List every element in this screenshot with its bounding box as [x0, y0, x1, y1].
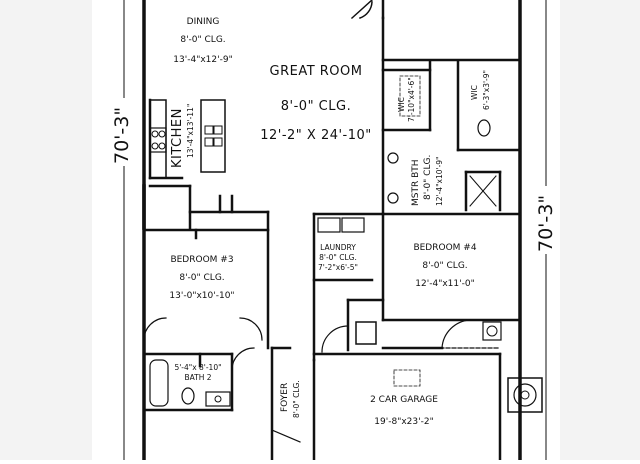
dining-size: 13'-4"x12'-9" — [173, 55, 232, 65]
vanity-sink-icon — [387, 152, 399, 164]
toilet-icon — [181, 387, 195, 405]
foyer-walls — [270, 346, 502, 462]
bedroom4-ceiling: 8'-0" CLG. — [422, 261, 467, 271]
great-room-name: GREAT ROOM — [270, 64, 363, 79]
wic1-name: WIC — [397, 97, 406, 112]
shower-mark — [469, 175, 497, 207]
laundry-ceiling: 8'-0" CLG. — [319, 253, 357, 262]
bedroom3-size: 13'-0"x10'-10" — [169, 291, 234, 301]
closet-shelf — [399, 75, 421, 117]
hall-walls — [142, 194, 270, 350]
washer — [317, 217, 341, 233]
garage-name: 2 CAR GARAGE — [370, 395, 438, 405]
wic1-size: 7'-10"x4'-6" — [407, 77, 416, 122]
bath2-name: BATH 2 — [184, 373, 211, 382]
range — [149, 127, 167, 153]
bedroom3-ceiling: 8'-0" CLG. — [179, 273, 224, 283]
sink-icon — [204, 137, 214, 147]
vanity-sink-icon — [214, 395, 222, 403]
ac-hub-icon — [520, 390, 530, 400]
left-margin — [0, 0, 92, 460]
burner-icon — [151, 142, 159, 150]
front-door — [271, 429, 301, 443]
master-bath-size: 12'-4"x10'-9" — [435, 156, 444, 206]
vanity — [205, 391, 231, 407]
left-dim-bg — [108, 98, 136, 166]
vanity-sink-icon — [387, 192, 399, 204]
left-dimension: 70'-3" — [111, 107, 133, 164]
bathtub — [149, 359, 169, 407]
water-heater — [355, 321, 377, 345]
kitchen-name: KITCHEN — [170, 108, 185, 168]
hvac-unit — [482, 321, 502, 341]
kitchen-island — [200, 99, 226, 173]
ac-unit — [507, 377, 543, 413]
sink-icon — [213, 137, 223, 147]
ac-fan-icon — [513, 383, 537, 407]
wic2-name: WIC — [470, 85, 479, 100]
dining-name: DINING — [187, 17, 220, 27]
foyer-name: FOYER — [280, 383, 290, 412]
master-bath-name: MSTR BTH — [411, 159, 421, 206]
dining-ceiling: 8'-0" CLG. — [180, 35, 225, 45]
laundry-size: 7'-2"x6'-5" — [318, 263, 358, 272]
wic2-size: 6'-3"x3'-9" — [482, 70, 491, 110]
burner-icon — [151, 130, 159, 138]
toilet-icon — [477, 119, 491, 137]
great-room-size: 12'-2" X 24'-10" — [260, 128, 372, 143]
foyer-ceiling: 8'-0" CLG. — [292, 380, 301, 418]
dryer — [341, 217, 365, 233]
laundry-walls — [312, 212, 522, 362]
door-swing — [239, 317, 263, 341]
sink-icon — [204, 125, 214, 135]
fan-icon — [486, 325, 498, 337]
bedroom4-size: 12'-4"x11'-0" — [415, 279, 474, 289]
door-swing — [441, 319, 471, 349]
entry-door-swing — [350, 0, 374, 20]
bedroom4-name: BEDROOM #4 — [413, 243, 476, 253]
kitchen-size: 13'-4"x13'-11" — [186, 104, 195, 158]
bath2-walls — [142, 352, 234, 412]
bedroom3-name: BEDROOM #3 — [170, 255, 233, 265]
room-labels: DINING 8'-0" CLG. 13'-4"x12'-9" GREAT RO… — [169, 17, 491, 427]
garage-storage — [393, 369, 421, 387]
door-swing — [143, 317, 167, 341]
right-dimension: 70'-3" — [535, 195, 557, 252]
garage-size: 19'-8"x23'-2" — [374, 417, 433, 427]
door-swing — [231, 347, 255, 371]
right-dim-bg — [532, 186, 560, 254]
master-bath-ceiling: 8'-0" CLG. — [423, 155, 433, 200]
great-room-ceiling: 8'-0" CLG. — [281, 99, 351, 114]
master-walls — [381, 16, 522, 216]
burner-icon — [158, 130, 166, 138]
burner-icon — [158, 142, 166, 150]
right-margin — [560, 0, 640, 460]
bath2-size: 5'-4"x 8'-10" — [174, 363, 221, 372]
laundry-name: LAUNDRY — [320, 243, 356, 252]
sink-icon — [213, 125, 223, 135]
door-swing — [321, 325, 349, 353]
